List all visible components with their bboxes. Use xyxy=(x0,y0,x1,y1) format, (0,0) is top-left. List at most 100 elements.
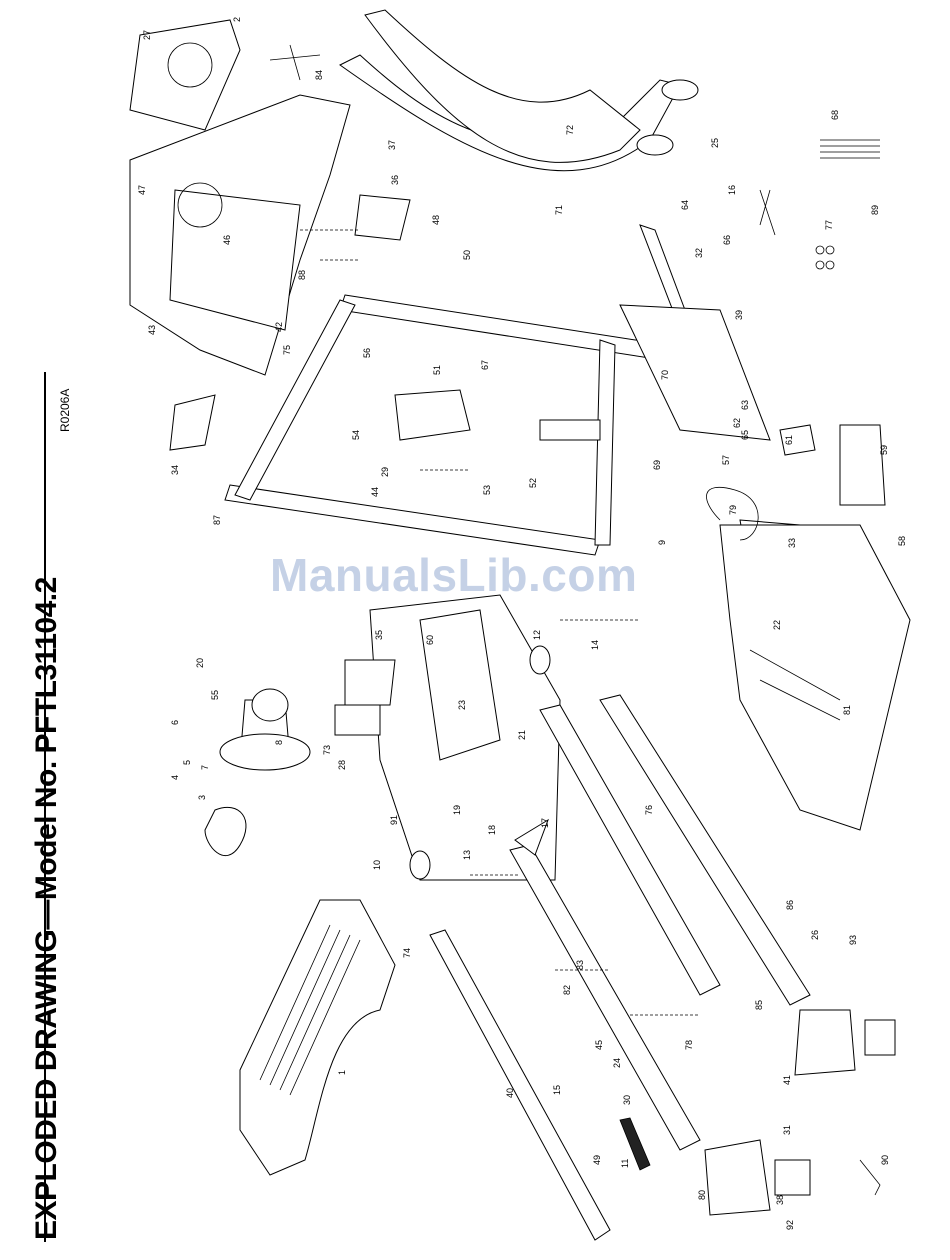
callout-93: 93 xyxy=(848,935,858,945)
callout-72: 72 xyxy=(565,125,575,135)
callout-2: 2 xyxy=(232,17,242,22)
base-frame xyxy=(704,424,911,1216)
callout-33: 33 xyxy=(787,538,797,548)
callout-70: 70 xyxy=(660,370,670,380)
callout-1: 1 xyxy=(337,1070,347,1075)
callout-25: 25 xyxy=(710,138,720,148)
callout-54: 54 xyxy=(351,430,361,440)
callout-69: 69 xyxy=(652,460,662,470)
console-assembly xyxy=(129,19,411,451)
motor-hood xyxy=(239,899,396,1176)
callout-48: 48 xyxy=(431,215,441,225)
callout-57: 57 xyxy=(721,455,731,465)
callout-10: 10 xyxy=(372,860,382,870)
lower-frame xyxy=(334,594,561,881)
callout-71: 71 xyxy=(554,205,564,215)
callout-22: 22 xyxy=(772,620,782,630)
callout-83: 83 xyxy=(575,960,585,970)
callout-9: 9 xyxy=(657,540,667,545)
callout-16: 16 xyxy=(727,185,737,195)
callout-28: 28 xyxy=(337,760,347,770)
callout-86: 86 xyxy=(785,900,795,910)
callout-45: 45 xyxy=(594,1040,604,1050)
callout-37: 37 xyxy=(387,140,397,150)
callout-60: 60 xyxy=(425,635,435,645)
callout-49: 49 xyxy=(592,1155,602,1165)
callout-89: 89 xyxy=(870,205,880,215)
callout-12: 12 xyxy=(532,630,542,640)
callout-74: 74 xyxy=(402,948,412,958)
callout-39: 39 xyxy=(734,310,744,320)
hardware-misc xyxy=(300,139,881,1196)
callout-66: 66 xyxy=(722,235,732,245)
callout-84: 84 xyxy=(314,70,324,80)
callout-42: 42 xyxy=(274,322,284,332)
title-rule xyxy=(44,372,46,1242)
callout-14: 14 xyxy=(590,640,600,650)
callout-58: 58 xyxy=(897,536,907,546)
callout-31: 31 xyxy=(782,1125,792,1135)
callout-32: 32 xyxy=(694,248,704,258)
callout-11: 11 xyxy=(620,1159,630,1168)
callout-47: 47 xyxy=(137,185,147,195)
callout-20: 20 xyxy=(195,658,205,668)
callout-90: 90 xyxy=(880,1155,890,1165)
callout-79: 79 xyxy=(728,505,738,515)
callout-19: 19 xyxy=(452,805,462,815)
callout-17: 17 xyxy=(540,818,550,828)
callout-35: 35 xyxy=(374,630,384,640)
callout-91: 91 xyxy=(389,815,399,825)
callout-77: 77 xyxy=(824,220,834,230)
callout-43: 43 xyxy=(147,325,157,335)
callout-80: 80 xyxy=(697,1190,707,1200)
callout-36: 36 xyxy=(390,175,400,185)
callout-59: 59 xyxy=(879,445,889,455)
deck-rails xyxy=(429,694,811,1241)
callout-26: 26 xyxy=(810,930,820,940)
callout-50: 50 xyxy=(462,250,472,260)
callout-40: 40 xyxy=(505,1088,515,1098)
callout-7: 7 xyxy=(200,765,210,770)
callout-64: 64 xyxy=(680,200,690,210)
callout-18: 18 xyxy=(487,825,497,835)
callout-81: 81 xyxy=(842,705,852,715)
callout-29: 29 xyxy=(380,467,390,477)
callout-61: 61 xyxy=(784,435,794,445)
callout-27: 27 xyxy=(142,30,152,40)
callout-65: 65 xyxy=(740,430,750,440)
callout-23: 23 xyxy=(457,700,467,710)
callout-21: 21 xyxy=(517,730,527,740)
callout-53: 53 xyxy=(482,485,492,495)
callout-34: 34 xyxy=(170,465,180,475)
callout-6: 6 xyxy=(170,720,180,725)
callout-82: 82 xyxy=(562,985,572,995)
callout-46: 46 xyxy=(222,235,232,245)
callout-92: 92 xyxy=(785,1220,795,1230)
callout-5: 5 xyxy=(182,760,192,765)
callout-38: 38 xyxy=(775,1195,785,1205)
callout-73: 73 xyxy=(322,745,332,755)
callout-labels: 1234567891011121314151617181920212223242… xyxy=(137,17,907,1230)
watermark: ManualsLib.com xyxy=(270,549,638,601)
callout-3: 3 xyxy=(197,795,207,800)
callout-63: 63 xyxy=(740,400,750,410)
callout-62: 62 xyxy=(732,418,742,428)
callout-44: 44 xyxy=(370,487,380,497)
callout-52: 52 xyxy=(528,478,538,488)
callout-24: 24 xyxy=(612,1058,622,1068)
callout-87: 87 xyxy=(212,515,222,525)
callout-30: 30 xyxy=(622,1095,632,1105)
callout-41: 41 xyxy=(782,1075,792,1085)
callout-67: 67 xyxy=(480,360,490,370)
callout-85: 85 xyxy=(754,1000,764,1010)
handrail-assembly xyxy=(339,9,699,172)
callout-13: 13 xyxy=(462,850,472,860)
callout-56: 56 xyxy=(362,348,372,358)
callout-75: 75 xyxy=(282,345,292,355)
callout-76: 76 xyxy=(644,805,654,815)
callout-4: 4 xyxy=(170,775,180,780)
callout-51: 51 xyxy=(432,365,442,375)
callout-15: 15 xyxy=(552,1085,562,1095)
